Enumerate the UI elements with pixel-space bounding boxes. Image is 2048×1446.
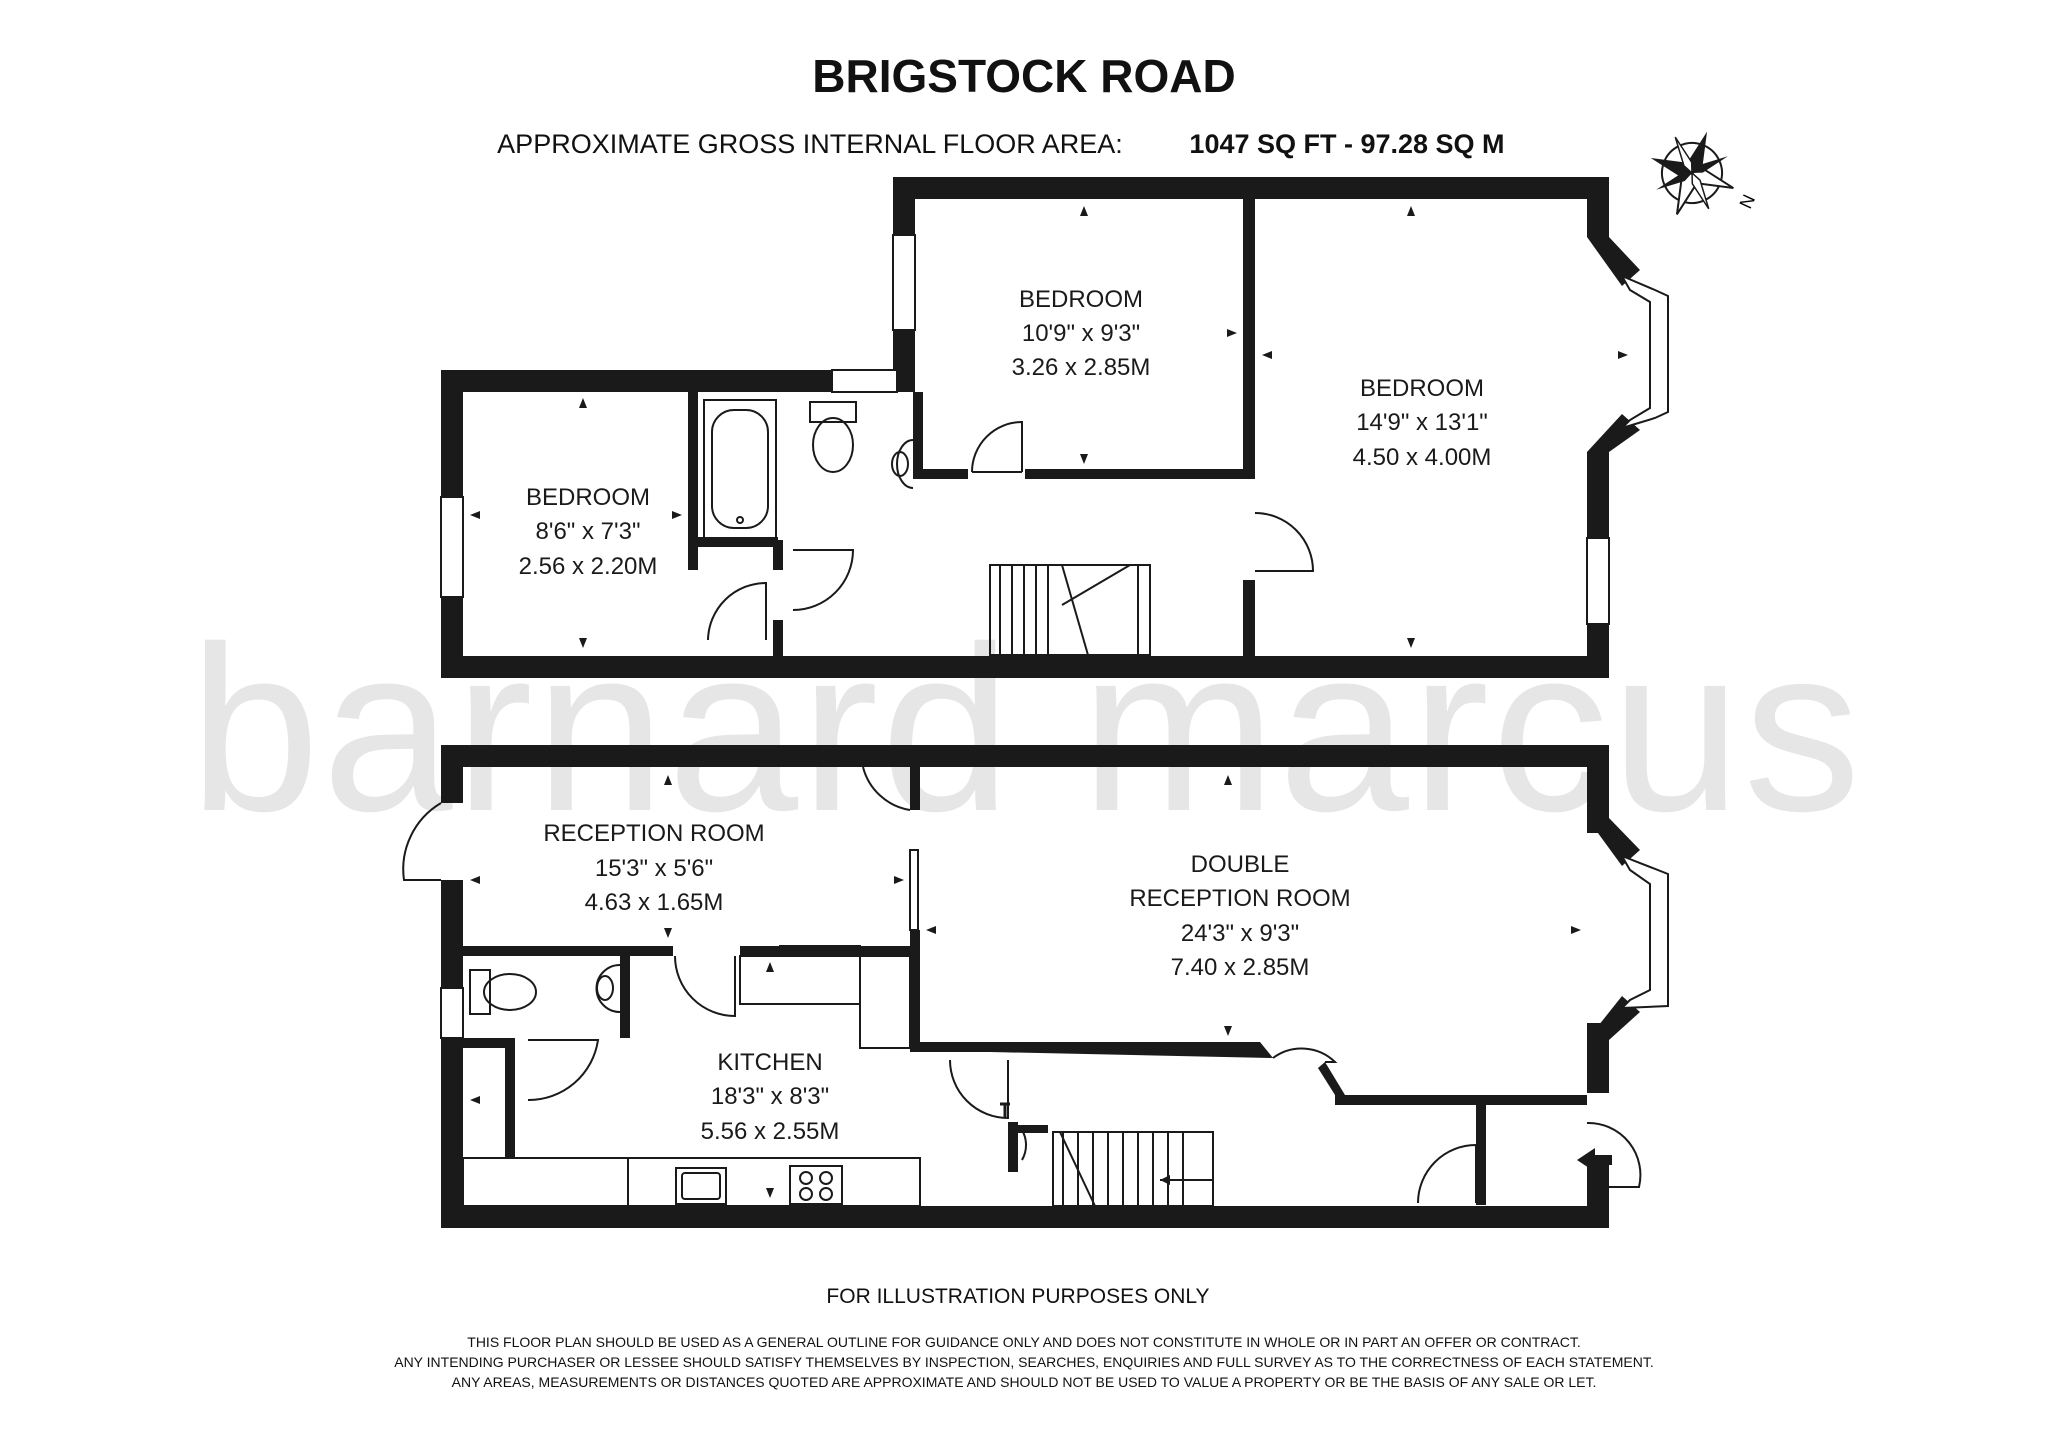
room-dim-imperial: 8'6" x 7'3": [536, 518, 641, 545]
watermark: barnard marcus: [189, 597, 1863, 860]
room-name-line2: RECEPTION ROOM: [1129, 885, 1350, 912]
room-dim-metric: 3.26 x 2.85M: [1012, 354, 1151, 381]
room-dim-metric: 4.50 x 4.00M: [1353, 444, 1492, 471]
first-floor-plan: [440, 177, 1669, 678]
ground-floor-plan: [402, 745, 1669, 1228]
room-dim-imperial: 18'3" x 8'3": [711, 1083, 829, 1110]
disclaimer-line: THIS FLOOR PLAN SHOULD BE USED AS A GENE…: [467, 1334, 1580, 1350]
room-dim-imperial: 15'3" x 5'6": [595, 855, 713, 882]
illustration-note: FOR ILLUSTRATION PURPOSES ONLY: [826, 1285, 1209, 1308]
room-dim-metric: 2.56 x 2.20M: [519, 553, 658, 580]
room-dim-metric: 4.63 x 1.65M: [585, 889, 724, 916]
area-label: APPROXIMATE GROSS INTERNAL FLOOR AREA:: [497, 129, 1123, 159]
disclaimer-line: ANY INTENDING PURCHASER OR LESSEE SHOULD…: [394, 1354, 1654, 1370]
room-dim-metric: 5.56 x 2.55M: [701, 1118, 840, 1145]
room-dim-imperial: 24'3" x 9'3": [1181, 920, 1299, 947]
entrance-arrow-icon: [1577, 1148, 1612, 1172]
room-name: BEDROOM: [526, 484, 650, 511]
room-dim-imperial: 10'9" x 9'3": [1022, 320, 1140, 347]
room-name: BEDROOM: [1360, 375, 1484, 402]
room-name: KITCHEN: [717, 1049, 822, 1076]
disclaimer-line: ANY AREAS, MEASUREMENTS OR DISTANCES QUO…: [452, 1374, 1597, 1390]
north-label: N: [1735, 191, 1759, 211]
compass-rose-icon: [1650, 131, 1734, 215]
page-title: BRIGSTOCK ROAD: [812, 50, 1235, 102]
area-value: 1047 SQ FT - 97.28 SQ M: [1189, 129, 1504, 159]
room-name: BEDROOM: [1019, 286, 1143, 313]
room-name: RECEPTION ROOM: [543, 820, 764, 847]
room-dim-metric: 7.40 x 2.85M: [1171, 954, 1310, 981]
room-name-line1: DOUBLE: [1191, 851, 1290, 878]
room-dim-imperial: 14'9" x 13'1": [1356, 409, 1488, 436]
